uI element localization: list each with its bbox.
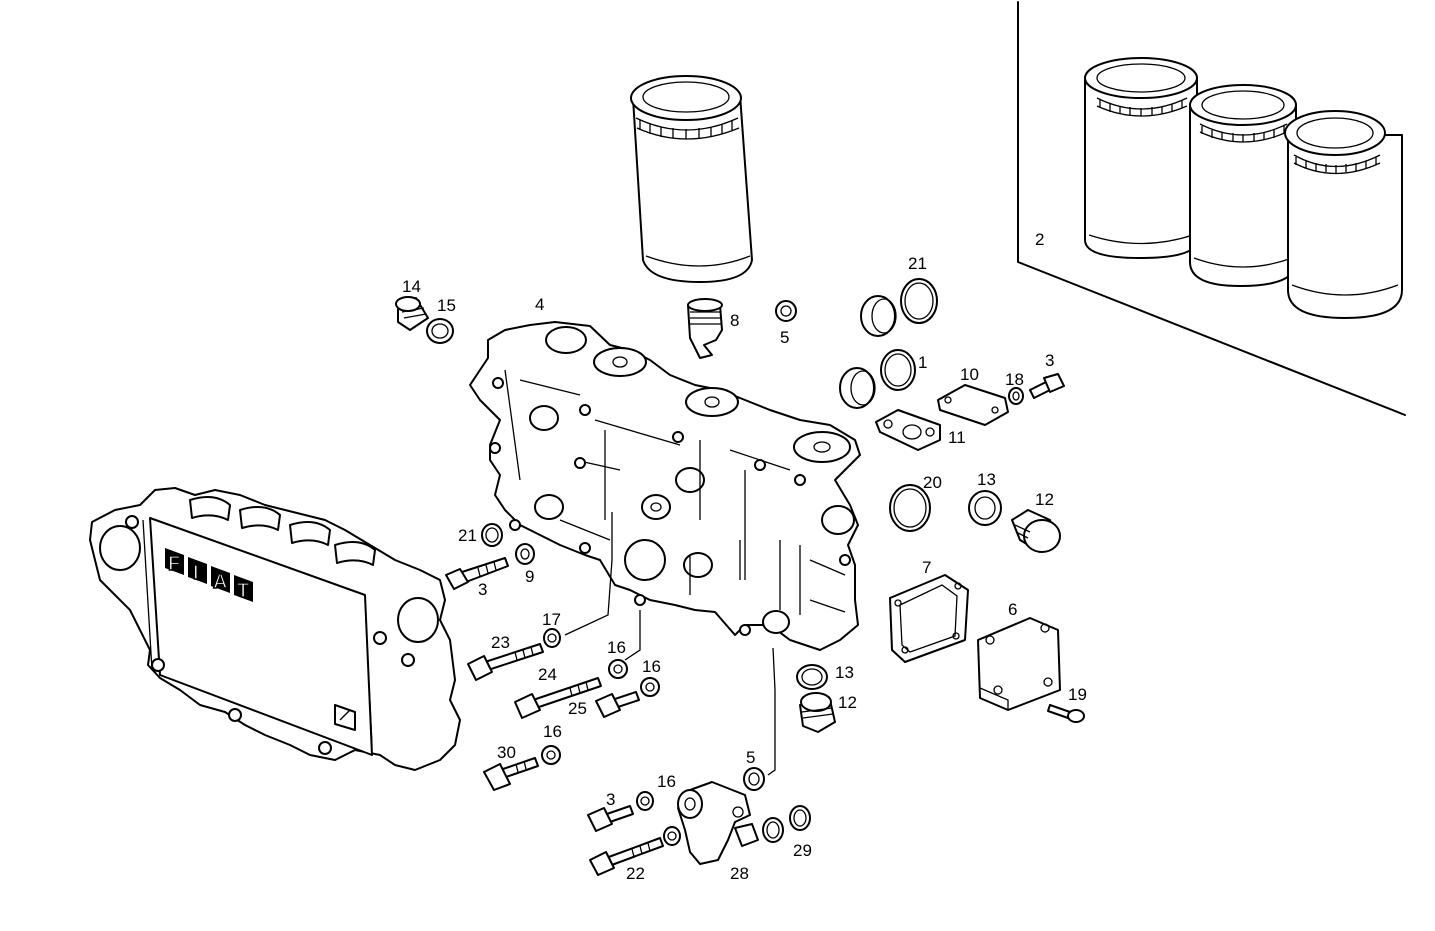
bush-ring-21 (860, 295, 897, 337)
fiat-letter-a: A (213, 571, 227, 593)
label-25: 25 (568, 699, 587, 718)
label-19: 19 (1068, 685, 1087, 704)
bolt-24 (514, 677, 602, 719)
adapter-nipple (687, 298, 723, 359)
label-10: 10 (960, 365, 979, 384)
label-16-d: 16 (657, 772, 676, 791)
label-16-b: 16 (642, 657, 661, 676)
washer-16-d (636, 791, 654, 811)
cover-plate-6 (977, 617, 1061, 711)
label-5-top: 5 (780, 328, 789, 347)
label-17: 17 (542, 610, 561, 629)
fiat-cover-plate: F I A T (89, 487, 461, 771)
washer-16-a (608, 659, 628, 679)
screw-3-bottom (587, 805, 634, 832)
filter-cartridge-kit-1 (1084, 57, 1198, 259)
o-ring-21 (900, 278, 938, 324)
seal-ring-13-right (968, 490, 1002, 526)
washer-16-c (541, 745, 561, 765)
label-15: 15 (437, 296, 456, 315)
filter-kit-inset (1017, 1, 1406, 416)
filter-housing (469, 321, 861, 651)
screw-3-right (1029, 373, 1065, 399)
label-21-left: 21 (458, 526, 477, 545)
label-16-a: 16 (607, 638, 626, 657)
screw-25 (595, 691, 640, 718)
label-3-right: 3 (1045, 351, 1054, 370)
washer-5-lower (743, 767, 765, 791)
label-23: 23 (491, 633, 510, 652)
fiat-logo: F I A T (165, 548, 253, 603)
label-5-lower: 5 (746, 748, 755, 767)
o-ring-1 (880, 349, 916, 391)
plug-12-right (1011, 509, 1061, 553)
screw-30 (483, 757, 539, 791)
plug-12-lower (799, 692, 836, 733)
o-ring-21-left (481, 523, 503, 547)
washer-18 (1008, 387, 1024, 405)
cover-plate-10 (937, 384, 1009, 426)
label-13-right: 13 (977, 470, 996, 489)
elbow-fitting-28 (677, 781, 759, 865)
label-12-lower: 12 (838, 693, 857, 712)
label-21-top: 21 (908, 254, 927, 273)
screw-19 (1047, 704, 1085, 723)
drain-plug-top (395, 296, 429, 331)
gasket-11 (875, 409, 941, 451)
label-9: 9 (525, 567, 534, 586)
bolt-23 (467, 643, 544, 681)
label-4: 4 (535, 295, 544, 314)
label-7: 7 (922, 558, 931, 577)
label-29: 29 (793, 841, 812, 860)
screw-3-left (445, 557, 509, 590)
fiat-letter-f: F (168, 553, 180, 575)
o-ring-20 (889, 484, 931, 532)
label-14: 14 (402, 277, 421, 296)
seal-ring-13-lower (796, 664, 828, 690)
label-6: 6 (1008, 600, 1017, 619)
callout-labels: 1 2 3 3 3 4 5 5 6 7 8 9 10 11 12 12 13 1… (402, 230, 1087, 883)
label-8: 8 (730, 311, 739, 330)
seal-ring-top (426, 318, 454, 344)
bolt-22 (589, 837, 664, 876)
label-28: 28 (730, 864, 749, 883)
washer-9 (515, 543, 535, 565)
filter-cartridge-kit-2 (1189, 84, 1297, 287)
label-11: 11 (948, 428, 966, 447)
fiat-letter-i: I (193, 562, 199, 584)
label-1: 1 (918, 353, 927, 372)
label-24: 24 (538, 665, 557, 684)
seal-ring-29-b (789, 805, 811, 831)
bush-ring-lower (839, 367, 876, 409)
leader-lines (564, 512, 776, 776)
seal-ring-29-a (762, 817, 784, 843)
washer-17 (543, 628, 561, 648)
label-3-bottom: 3 (606, 790, 615, 809)
washer-16-b (640, 677, 660, 697)
label-20: 20 (923, 473, 942, 492)
label-13-lower: 13 (835, 663, 854, 682)
label-16-c: 16 (543, 722, 562, 741)
label-30: 30 (497, 743, 516, 762)
washer-16-e (663, 826, 681, 846)
fiat-letter-t: T (237, 580, 249, 602)
label-3-left: 3 (478, 580, 487, 599)
oil-filter-cartridge (630, 75, 753, 283)
filter-cartridge-kit-3 (1284, 110, 1403, 319)
label-18: 18 (1005, 370, 1024, 389)
label-22: 22 (626, 864, 645, 883)
gasket-7 (889, 574, 969, 663)
label-2: 2 (1035, 230, 1044, 249)
label-12-right: 12 (1035, 490, 1054, 509)
sealing-washer-top (775, 300, 797, 322)
